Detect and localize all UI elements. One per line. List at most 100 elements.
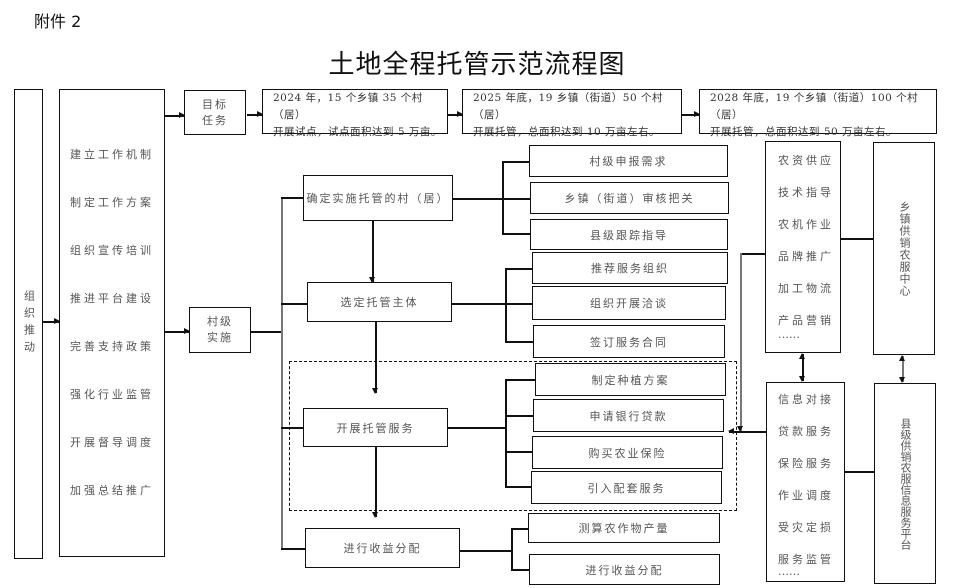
- connector: [740, 253, 766, 255]
- arrow-goal-2: [448, 111, 463, 117]
- connector: [505, 268, 507, 342]
- connector: [281, 197, 303, 199]
- arrow-to-village: [165, 328, 190, 334]
- goal-2028-box: 2028 年底，19 个乡镇（街道）100 个村（居） 开展托管，总面积达到 5…: [699, 89, 937, 138]
- connector: [281, 548, 307, 550]
- sub-label: 推荐服务组织: [591, 262, 669, 275]
- bidirectional-arrow: [799, 353, 805, 382]
- goal-line: 2028 年底，19 个乡镇（街道）100 个村（居）: [710, 92, 919, 121]
- sub-label: 村级申报需求: [589, 155, 668, 168]
- org-push-label: 组织推动: [22, 290, 36, 358]
- connector: [453, 198, 530, 200]
- arrow-org-to-measures: [43, 318, 60, 324]
- connector: [505, 268, 533, 270]
- connector: [502, 233, 530, 235]
- arrow-step2-to-step3: [372, 322, 378, 394]
- sub-label: 制定种植方案: [591, 373, 670, 387]
- sub-label: 测算农作物产量: [578, 522, 670, 535]
- connector: [505, 341, 534, 343]
- connector: [505, 379, 507, 486]
- connector: [505, 451, 532, 453]
- sub-label: 签订服务合同: [590, 335, 668, 349]
- service-item: 品牌推广: [778, 250, 834, 263]
- connector: [460, 550, 512, 552]
- connector: [502, 161, 529, 163]
- connector: [841, 238, 873, 240]
- goal-label-box: 目标任务: [184, 90, 246, 135]
- service-item: 贷款服务: [778, 425, 834, 438]
- arrow-to-goal: [165, 112, 185, 118]
- sub-box: 组织开展洽谈: [532, 286, 726, 320]
- sub-box: 乡镇（街道）审核把关: [530, 182, 729, 214]
- bidirectional-arrow: [899, 355, 905, 383]
- sub-box: 购买农业保险: [532, 436, 723, 469]
- township-services-box: 农资供应 技术指导 农机作业 品牌推广 加工物流 产品营销 ……: [765, 141, 841, 353]
- service-item: 农机作业: [778, 218, 834, 231]
- measure-item: 制定工作方案: [70, 196, 154, 209]
- goal-line: 开展托管，总面积达到 10 万亩左右。: [473, 126, 661, 138]
- goal-line: 2025 年底，19 乡镇（街道）50 个村（居）: [473, 92, 663, 121]
- connector: [251, 331, 281, 333]
- connector: [505, 486, 531, 488]
- connector: [502, 161, 504, 233]
- measure-item: 组织宣传培训: [70, 244, 154, 257]
- sub-label: 引入配套服务: [587, 481, 666, 495]
- arrow-goal-1: [247, 111, 263, 117]
- service-item: 加工物流: [778, 282, 834, 295]
- step-box-distribution: 进行收益分配: [305, 528, 460, 568]
- arrow-township-to-service: [737, 253, 743, 432]
- goal-line: 2024 年，15 个乡镇 35 个村（居）: [273, 92, 423, 121]
- service-item: ……: [778, 565, 800, 578]
- arrow-step3-to-step4: [372, 447, 378, 518]
- service-dashed-region: [289, 361, 737, 511]
- step-label: 进行收益分配: [343, 542, 422, 555]
- sub-box: 村级申报需求: [529, 145, 728, 177]
- arrow-goal-3: [682, 111, 700, 117]
- step-box-select-subject: 选定托管主体: [307, 282, 452, 322]
- goal-line: 开展托管，总面积达到 50 万亩左右。: [710, 126, 898, 138]
- trunk-line: [281, 197, 283, 549]
- service-item: 农资供应: [778, 154, 834, 167]
- connector: [511, 528, 529, 530]
- page-title: 土地全程托管示范流程图: [328, 50, 626, 80]
- county-platform-label: 县级供销农服信息服务平台: [899, 417, 912, 550]
- service-item: 信息对接: [778, 393, 834, 406]
- sub-label: 申请银行贷款: [589, 409, 668, 423]
- arrow-county-to-service: [728, 428, 766, 434]
- village-impl-label: 村级实施: [207, 315, 233, 344]
- service-item: 技术指导: [778, 186, 834, 199]
- measure-item: 建立工作机制: [70, 148, 154, 161]
- service-item: 产品营销: [778, 314, 834, 327]
- sub-label: 购买农业保险: [588, 446, 667, 460]
- service-item: 保险服务: [778, 457, 834, 470]
- service-item: 作业调度: [778, 489, 834, 502]
- service-item: 服务监管: [778, 553, 834, 566]
- step-label: 选定托管主体: [340, 296, 419, 309]
- township-center-box: 乡镇供销农服中心: [873, 142, 935, 355]
- connector: [281, 303, 308, 305]
- sub-box: 县级跟踪指导: [530, 219, 728, 250]
- connector: [452, 303, 532, 305]
- measure-item: 开展督导调度: [70, 436, 154, 449]
- connector: [845, 471, 875, 473]
- connector: [281, 427, 304, 429]
- goal-2024-box: 2024 年，15 个乡镇 35 个村（居） 开展试点，试点面积达到 5 万亩。: [262, 89, 448, 138]
- sub-box: 测算农作物产量: [528, 513, 720, 543]
- measure-item: 推进平台建设: [70, 292, 154, 305]
- connector: [511, 528, 513, 570]
- sub-label: 组织开展洽谈: [590, 297, 668, 310]
- arrow-step1-to-step2: [369, 221, 375, 283]
- step-box-select-village: 确定实施托管的村（居）: [303, 175, 453, 221]
- measure-item: 强化行业监管: [70, 388, 154, 401]
- service-item: 受灾定损: [778, 521, 834, 534]
- sub-label: 进行收益分配: [585, 563, 664, 577]
- sub-label: 乡镇（街道）审核把关: [564, 192, 695, 205]
- service-item: ……: [778, 328, 800, 341]
- sub-box: 进行收益分配: [529, 554, 720, 585]
- connector: [448, 427, 505, 429]
- attachment-label: 附件 2: [34, 12, 82, 31]
- step-label: 开展托管服务: [336, 421, 415, 435]
- org-push-box: 组织推动: [14, 89, 43, 559]
- measures-box: 建立工作机制 制定工作方案 组织宣传培训 推进平台建设 完善支持政策 强化行业监…: [59, 89, 165, 557]
- sub-label: 县级跟踪指导: [590, 228, 668, 242]
